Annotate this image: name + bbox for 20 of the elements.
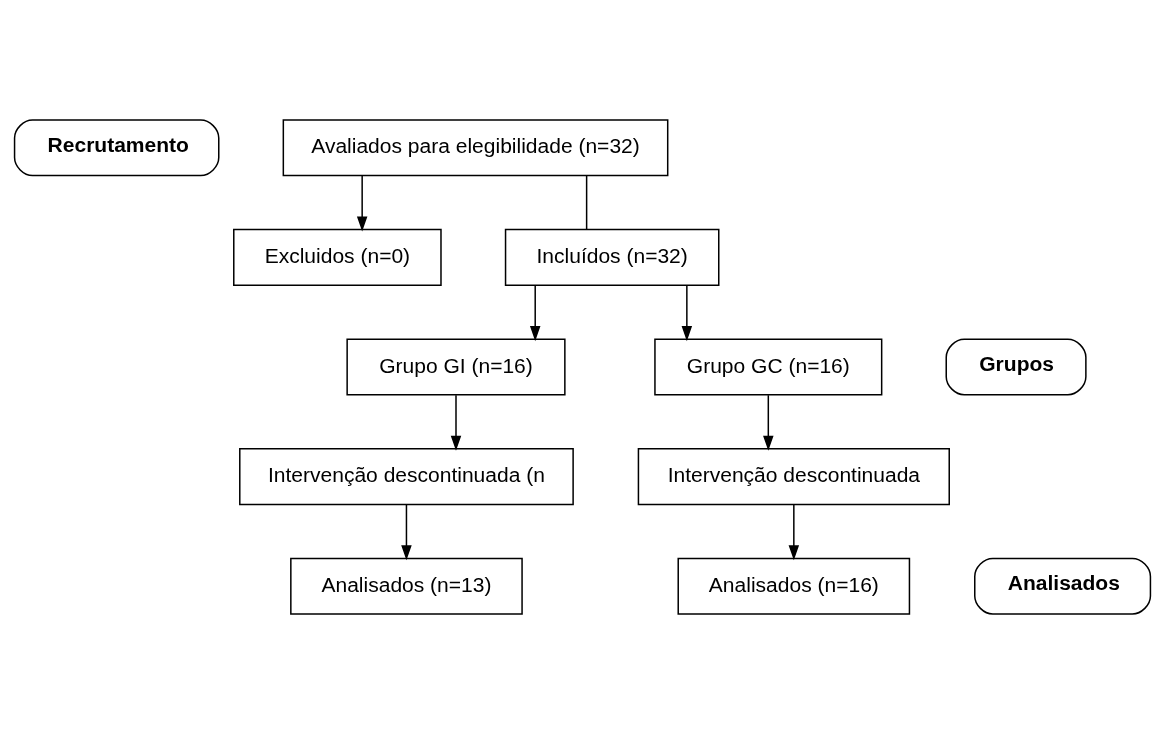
node-box: Grupos — [945, 337, 1087, 396]
node-box: Analisados (n=16) — [677, 557, 911, 615]
node-box: Grupo GI (n=16) — [346, 337, 566, 396]
node-box: Analisados — [974, 557, 1152, 615]
node-box: Intervenção descontinuada — [637, 447, 950, 505]
node-box: Analisados (n=13) — [290, 557, 523, 615]
arrow — [401, 503, 412, 560]
node-box: Intervenção descontinuada (n — [239, 447, 574, 505]
arrow — [681, 284, 693, 341]
node-box: Excluidos (n=0) — [233, 228, 442, 286]
node-box: Recrutamento — [13, 118, 220, 176]
arrow — [356, 174, 368, 231]
arrow — [788, 503, 800, 560]
arrow — [529, 284, 541, 341]
node-box: Incluídos (n=32) — [504, 228, 720, 286]
connector — [585, 174, 588, 230]
arrow — [450, 394, 462, 451]
node-box: Avaliados para elegibilidade (n=32) — [282, 118, 669, 176]
arrow — [763, 394, 774, 451]
node-box: Grupo GC (n=16) — [654, 337, 883, 396]
